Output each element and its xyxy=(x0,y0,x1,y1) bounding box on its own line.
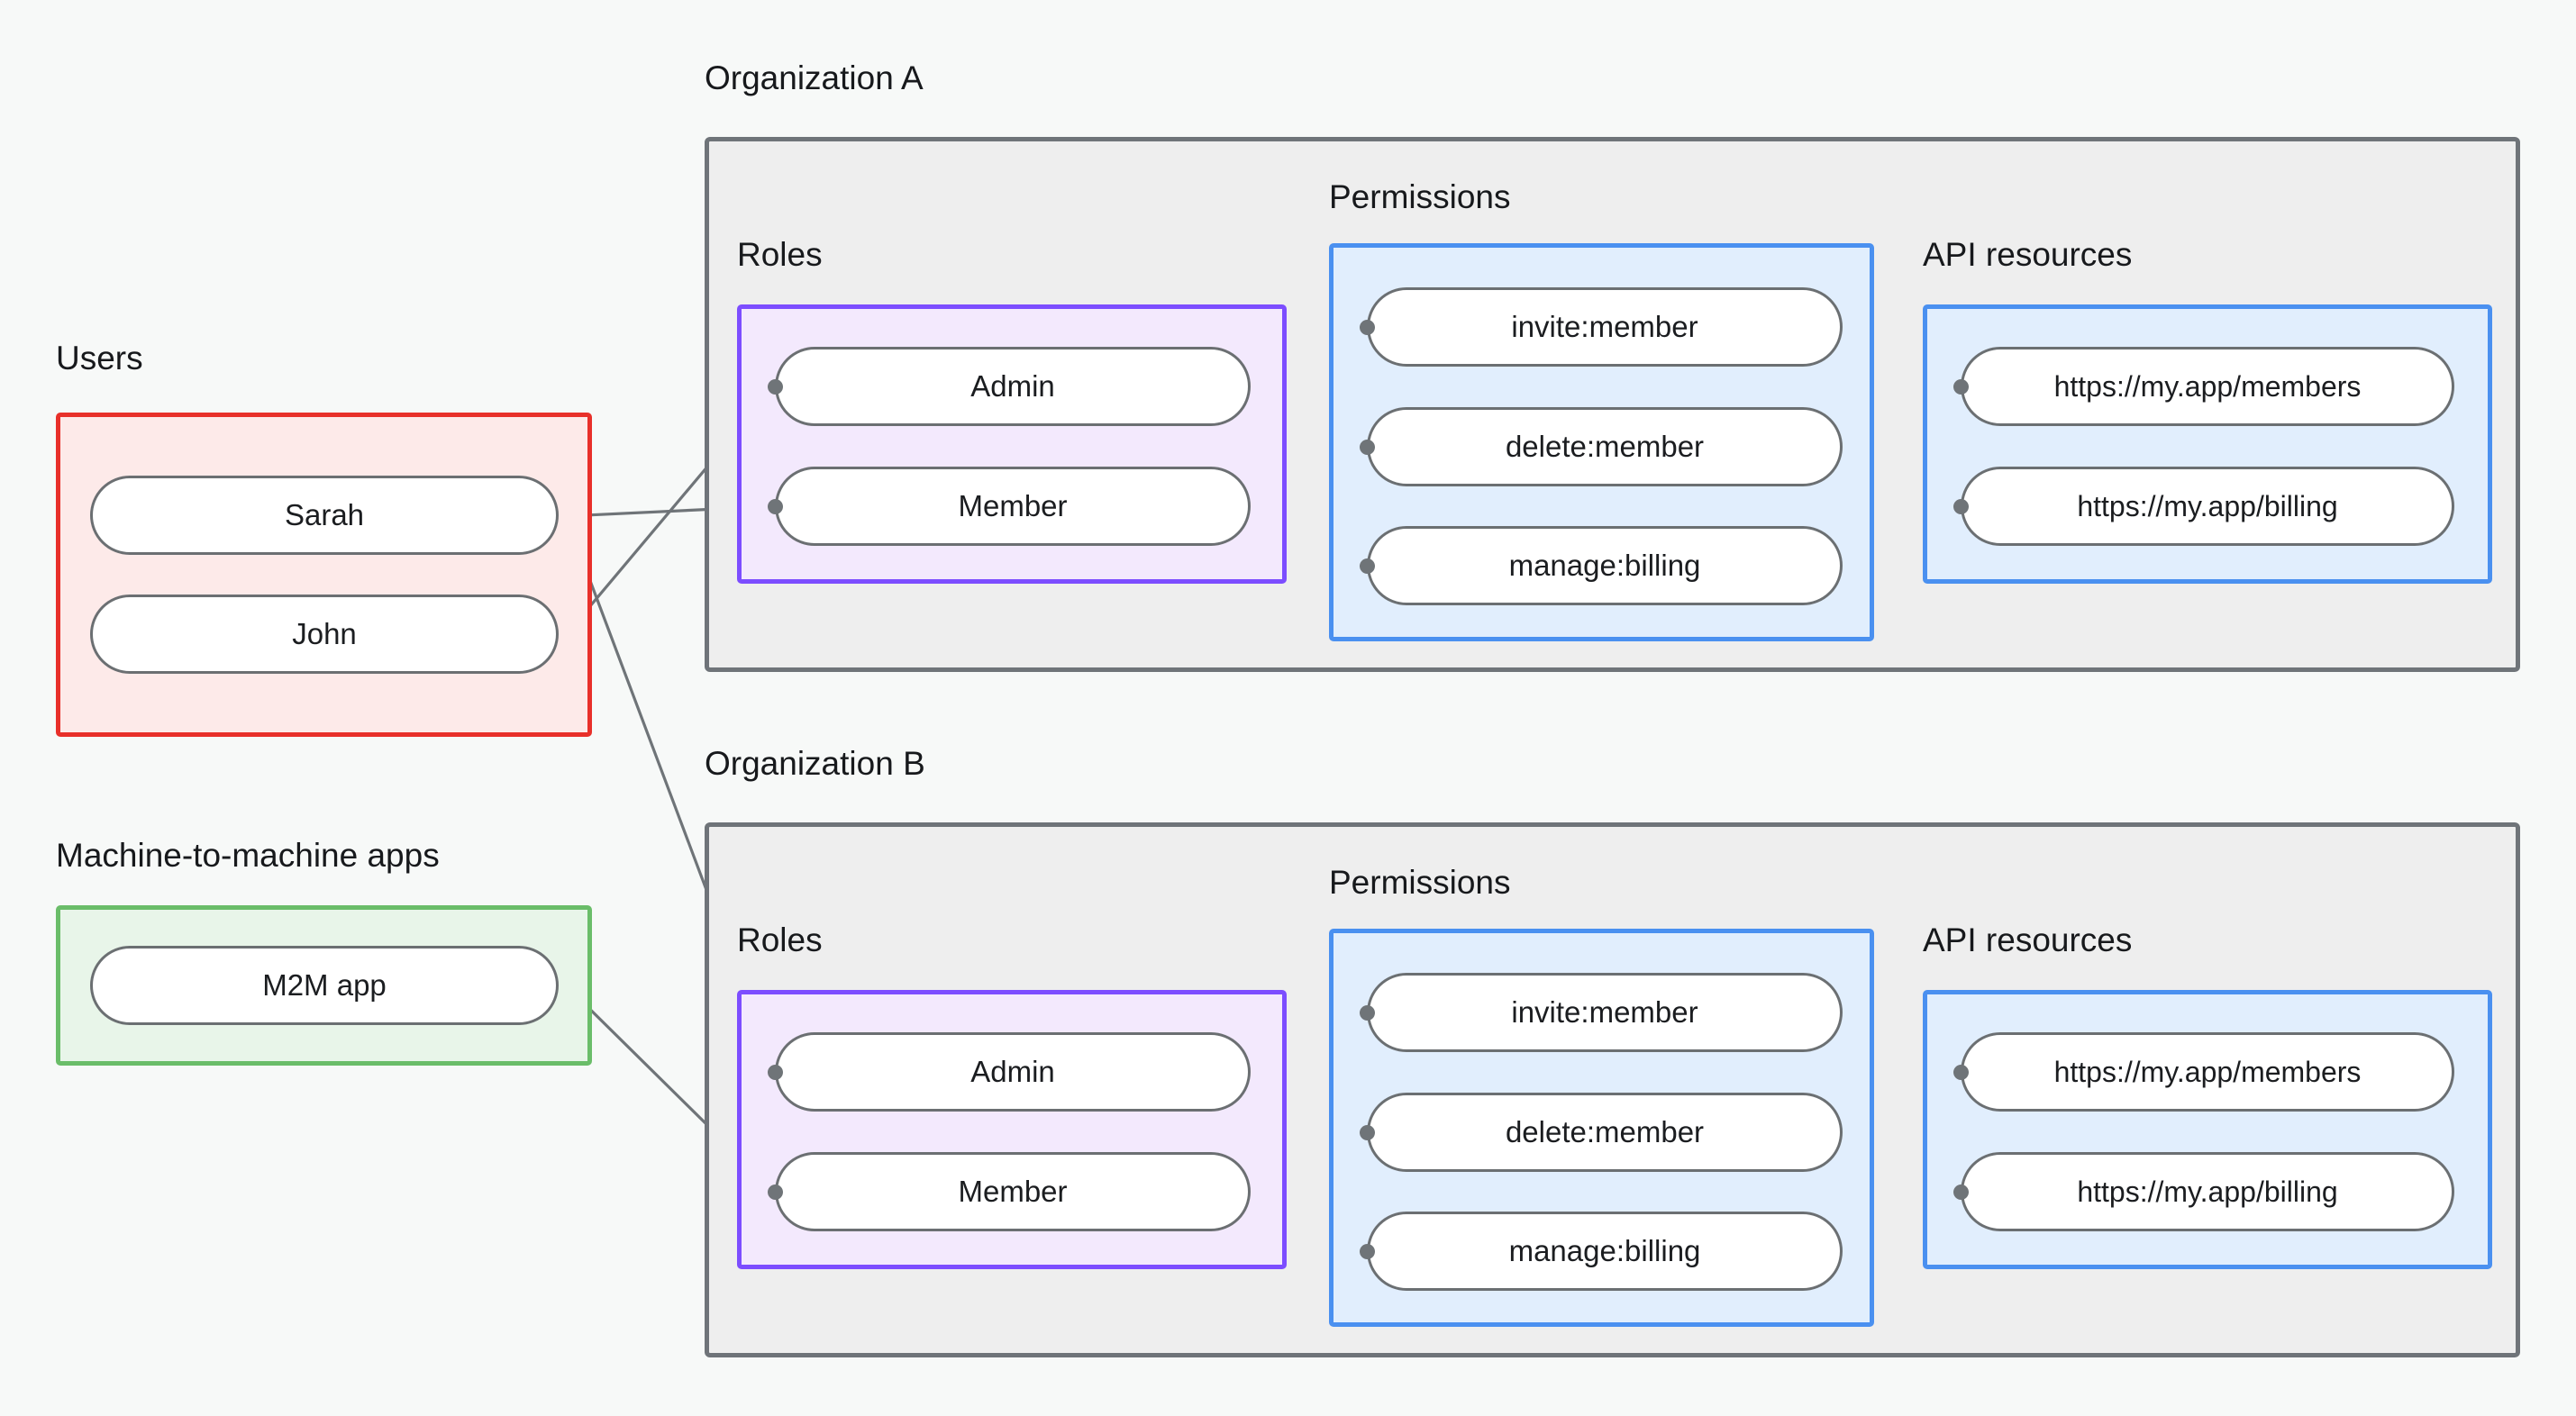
user-node-john[interactable]: John xyxy=(90,595,559,674)
users-container xyxy=(56,413,592,737)
user-node-sarah[interactable]: Sarah xyxy=(90,476,559,555)
org-a-api-resource-members[interactable]: https://my.app/members xyxy=(1961,347,2454,426)
dot-org-a-invite-left xyxy=(1360,320,1375,335)
dot-org-b-members-left xyxy=(1953,1065,1969,1080)
org-a-role-admin[interactable]: Admin xyxy=(775,347,1251,426)
dot-org-a-member-left xyxy=(768,499,783,514)
org-b-permission-manage-billing[interactable]: manage:billing xyxy=(1367,1212,1843,1291)
org-a-permissions-label: Permissions xyxy=(1329,178,1511,215)
org-a-api-resources-label: API resources xyxy=(1923,236,2133,273)
org-b-roles-label: Roles xyxy=(737,921,823,958)
org-b-label: Organization B xyxy=(705,745,925,782)
org-b-permission-delete-member[interactable]: delete:member xyxy=(1367,1093,1843,1172)
org-a-permission-manage-billing[interactable]: manage:billing xyxy=(1367,526,1843,605)
dot-org-a-manage-left xyxy=(1360,558,1375,574)
org-a-roles-label: Roles xyxy=(737,236,823,273)
m2m-group-label: Machine-to-machine apps xyxy=(56,837,440,874)
org-a-permission-delete-member[interactable]: delete:member xyxy=(1367,407,1843,486)
dot-org-a-billing-left xyxy=(1953,499,1969,514)
org-a-permission-invite-member[interactable]: invite:member xyxy=(1367,287,1843,367)
dot-org-b-admin-left xyxy=(768,1065,783,1080)
dot-org-b-delete-left xyxy=(1360,1125,1375,1140)
dot-org-a-members-left xyxy=(1953,379,1969,395)
dot-org-b-invite-left xyxy=(1360,1005,1375,1021)
org-b-api-resource-billing[interactable]: https://my.app/billing xyxy=(1961,1152,2454,1231)
org-b-permission-invite-member[interactable]: invite:member xyxy=(1367,973,1843,1052)
org-b-permissions-label: Permissions xyxy=(1329,864,1511,901)
dot-org-b-billing-left xyxy=(1953,1185,1969,1200)
org-a-role-member[interactable]: Member xyxy=(775,467,1251,546)
org-b-api-resource-members[interactable]: https://my.app/members xyxy=(1961,1032,2454,1112)
dot-org-a-delete-left xyxy=(1360,440,1375,455)
org-b-role-admin[interactable]: Admin xyxy=(775,1032,1251,1112)
m2m-node-app[interactable]: M2M app xyxy=(90,946,559,1025)
dot-org-a-admin-left xyxy=(768,379,783,395)
dot-org-b-member-left xyxy=(768,1185,783,1200)
users-group-label: Users xyxy=(56,340,143,377)
dot-org-b-manage-left xyxy=(1360,1244,1375,1259)
org-b-api-resources-label: API resources xyxy=(1923,921,2133,958)
org-b-role-member[interactable]: Member xyxy=(775,1152,1251,1231)
org-a-label: Organization A xyxy=(705,59,924,96)
org-a-api-resource-billing[interactable]: https://my.app/billing xyxy=(1961,467,2454,546)
